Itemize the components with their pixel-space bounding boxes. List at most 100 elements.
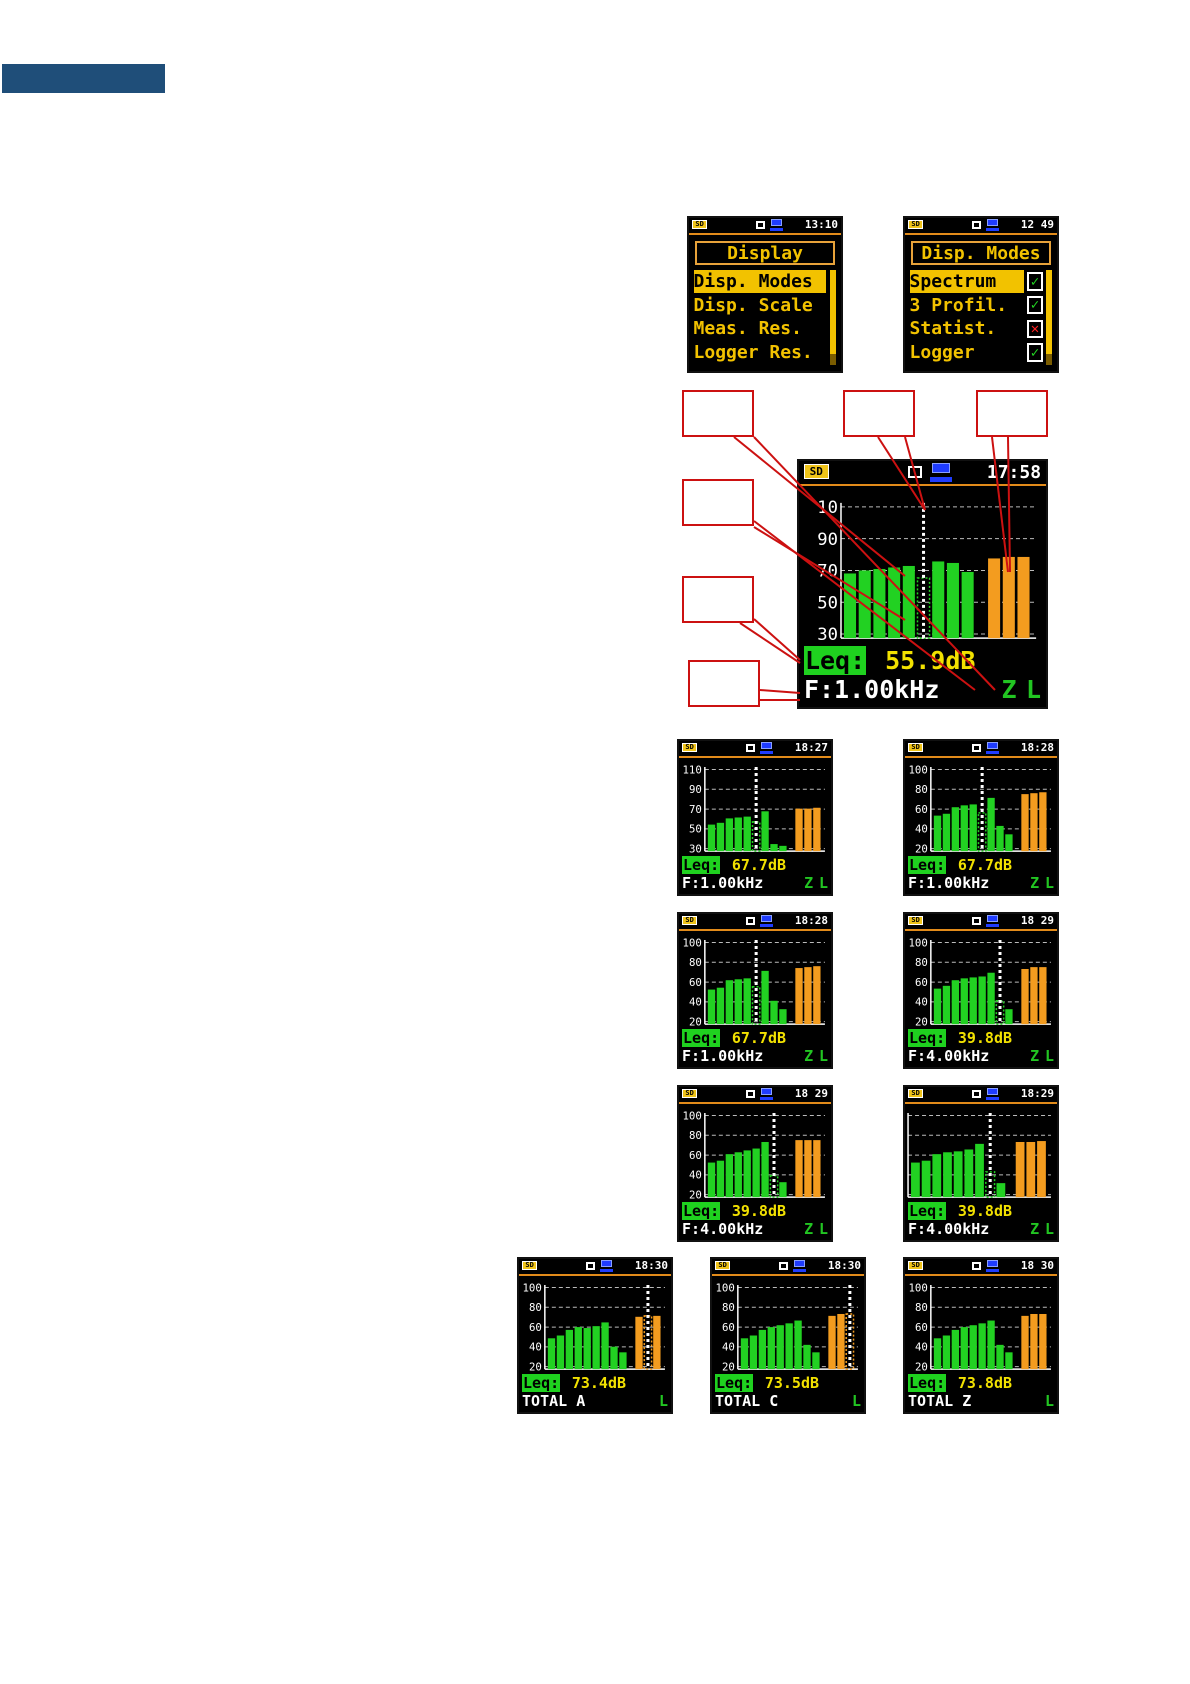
- spectrum-bar: [795, 808, 803, 852]
- y-tick-label: 80: [689, 1129, 702, 1142]
- spectrum-bar: [985, 1171, 996, 1198]
- clock-time: 12 49: [1020, 218, 1054, 232]
- menu-title: Display: [695, 240, 835, 266]
- leq-label: Leq:: [682, 1028, 721, 1047]
- spectrum-bar: [1039, 967, 1047, 1025]
- header-separator: [905, 928, 1057, 931]
- pc-connection-icon: [985, 742, 1000, 754]
- square-icon: [971, 1262, 981, 1270]
- menu-title: Disp. Modes: [911, 240, 1051, 266]
- header-separator: [679, 928, 831, 931]
- spectrum-bar: [987, 797, 995, 852]
- pc-connection-icon: [599, 1260, 614, 1272]
- spectrum-bar: [776, 1325, 784, 1370]
- spectrum-bar: [960, 1327, 968, 1370]
- frequency-value: F:1.00kHz: [908, 874, 990, 893]
- spectrum-bar: [996, 1183, 1006, 1198]
- square-icon: [971, 744, 981, 752]
- pc-base-shape: [759, 923, 774, 927]
- spectrum-bar: [752, 1148, 760, 1198]
- header-separator: [905, 1273, 1057, 1276]
- spectrum-bar: [643, 1315, 653, 1370]
- spectrum-bar: [749, 1335, 758, 1370]
- y-tick-label: 100: [908, 936, 927, 949]
- pc-base-shape: [759, 750, 774, 754]
- l-indicator: L: [818, 1047, 828, 1066]
- l-indicator: L: [658, 1392, 668, 1411]
- pc-connection-icon: [985, 1088, 1000, 1100]
- leq-readout: Leq:39.8dB: [908, 1028, 1054, 1047]
- y-tick-label: 80: [722, 1301, 735, 1314]
- leq-readout: Leq:67.7dB: [682, 855, 828, 874]
- leq-label: Leq:: [522, 1373, 561, 1392]
- spectrum-bar: [743, 978, 751, 1025]
- spectrum-bar: [932, 1154, 942, 1198]
- menu-item: Meas. Res.: [693, 318, 802, 340]
- spectrum-bar: [761, 811, 769, 852]
- square-icon: [745, 1090, 755, 1098]
- leq-value: 39.8dB: [957, 1201, 1013, 1220]
- callout-box-2: [843, 390, 915, 437]
- pc-monitor-shape: [986, 219, 998, 226]
- spectrum-bar: [813, 807, 821, 852]
- spectrum-bar: [725, 980, 734, 1025]
- l-indicator: L: [851, 1392, 861, 1411]
- clock-time: 18 29: [794, 1087, 828, 1101]
- l-indicator: L: [818, 874, 828, 893]
- spectrum-bar: [601, 1322, 609, 1370]
- spectrum-bar: [942, 985, 951, 1025]
- l-indicator: L: [1026, 675, 1042, 705]
- callout-line-6: [759, 689, 801, 694]
- spectrum-bar: [804, 1140, 812, 1198]
- sd-card-icon: SD: [908, 1260, 924, 1271]
- pc-connection-icon: [792, 1260, 807, 1272]
- frequency-value: F:4.00kHz: [682, 1220, 764, 1239]
- pc-connection-icon: [759, 742, 774, 754]
- y-tick-label: 20: [915, 1360, 928, 1373]
- leq-readout: Leq:39.8dB: [908, 1201, 1054, 1220]
- square-icon: [585, 1262, 595, 1270]
- spectrum-bar: [761, 1141, 769, 1198]
- leq-value: 73.4dB: [571, 1373, 627, 1392]
- callout-box-3: [976, 390, 1048, 437]
- spectrum-bar: [743, 1150, 751, 1198]
- spectrum-bar: [987, 972, 995, 1025]
- spectrum-bar: [592, 1326, 600, 1370]
- spectrum-bar: [812, 1352, 820, 1370]
- spectrum-bar: [933, 988, 942, 1025]
- y-tick-label: 80: [915, 783, 928, 796]
- spectrum-bar: [943, 1152, 952, 1198]
- menu-item: Logger: [909, 342, 975, 364]
- spectrum-bar: [1037, 1141, 1046, 1198]
- leq-value: 55.9dB: [885, 645, 976, 675]
- frequency-value: TOTAL C: [715, 1392, 779, 1411]
- spectrum-bar: [653, 1315, 661, 1370]
- pc-monitor-shape: [986, 742, 998, 749]
- leq-label: Leq:: [803, 645, 867, 675]
- y-tick-label: 90: [689, 783, 702, 796]
- pc-connection-icon: [759, 915, 774, 927]
- spectrum-bar: [953, 1151, 963, 1198]
- menu-item: Disp. Modes: [693, 270, 826, 293]
- spectrum-bar: [1039, 792, 1047, 852]
- spectrum-bar: [933, 815, 942, 852]
- spectrum-bar: [769, 1174, 779, 1198]
- spectrum-bar: [565, 1329, 574, 1370]
- y-tick-label: 40: [915, 823, 928, 836]
- spectrum-bar: [1021, 968, 1029, 1025]
- spectrum-bar: [961, 571, 974, 639]
- spectrum-bar: [978, 1323, 986, 1370]
- y-tick-label: 20: [915, 842, 928, 855]
- spectrum-bar: [761, 970, 769, 1025]
- callout-box-1: [682, 390, 754, 437]
- square-icon: [778, 1262, 788, 1270]
